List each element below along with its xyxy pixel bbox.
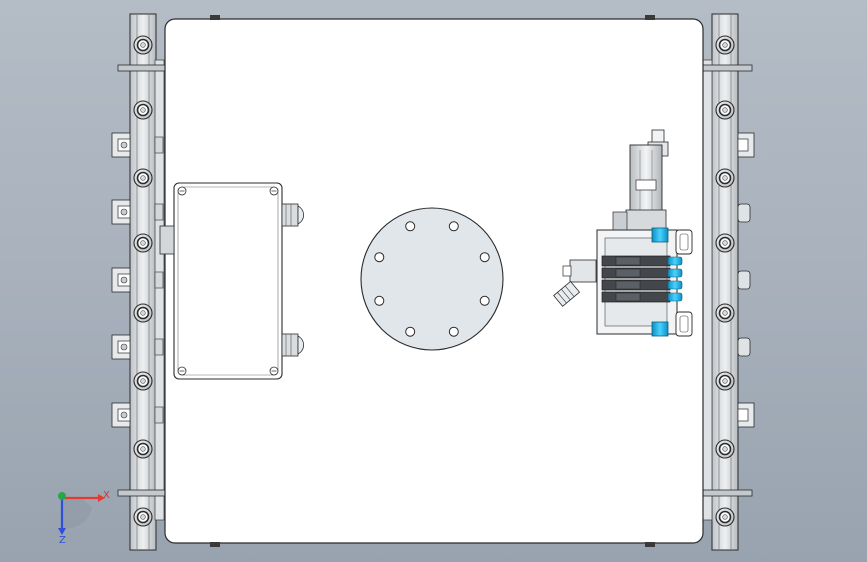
valve-stack <box>601 255 683 303</box>
solenoid-valve <box>601 291 683 303</box>
side-clamp <box>111 402 164 428</box>
cable-gland-bottom <box>281 333 304 357</box>
y-axis-dot <box>58 492 66 500</box>
rail-nut <box>133 35 153 55</box>
solenoid-valve <box>601 255 683 267</box>
side-clamp <box>737 132 755 158</box>
rail-nut <box>715 371 735 391</box>
right-rail <box>702 13 739 551</box>
round-flange[interactable] <box>360 207 504 351</box>
solenoid-valve <box>601 267 683 279</box>
flange-bolt-hole <box>405 221 416 232</box>
side-peg <box>737 270 751 290</box>
flange-bolt-hole <box>479 252 490 263</box>
rail-nut <box>133 303 153 323</box>
rail-nut <box>715 168 735 188</box>
z-axis-label: Z <box>59 535 66 546</box>
rail-nut <box>133 371 153 391</box>
cable-gland-top <box>281 203 304 227</box>
rail-nut <box>715 507 735 527</box>
side-clamp <box>111 132 164 158</box>
flange-bolt-hole <box>374 295 385 306</box>
left-side-clamps <box>111 132 164 428</box>
side-clamp <box>737 402 755 428</box>
flange-bolt-hole <box>374 252 385 263</box>
air-cylinder <box>612 129 669 235</box>
rail-nut <box>133 100 153 120</box>
right-side-pegs <box>737 132 755 428</box>
axis-triad[interactable]: X Z <box>58 490 110 546</box>
rail-nut <box>715 439 735 459</box>
rail-nut <box>715 233 735 253</box>
side-clamp <box>111 267 164 293</box>
rail-nut <box>715 303 735 323</box>
flange-bolt-hole <box>448 326 459 337</box>
side-peg <box>737 337 751 357</box>
rail-nut <box>133 233 153 253</box>
rail-nut <box>715 100 735 120</box>
flange-bolt-hole <box>405 326 416 337</box>
solenoid-valve <box>601 279 683 291</box>
flange-bolt-hole <box>448 221 459 232</box>
x-axis-label: X <box>103 490 110 501</box>
fitting-bottom <box>651 321 669 337</box>
rail-nut <box>133 507 153 527</box>
rail-nut <box>133 439 153 459</box>
side-clamp <box>111 199 164 225</box>
valve-manifold[interactable] <box>553 129 693 337</box>
rail-nut <box>715 35 735 55</box>
rail-nut <box>133 168 153 188</box>
left-rail-nuts <box>133 35 153 527</box>
flange-bolt-hole <box>479 295 490 306</box>
fitting-top <box>651 227 669 243</box>
junction-box[interactable] <box>159 182 304 380</box>
side-clamp <box>111 334 164 360</box>
side-peg <box>737 203 751 223</box>
right-rail-nuts <box>715 35 735 527</box>
